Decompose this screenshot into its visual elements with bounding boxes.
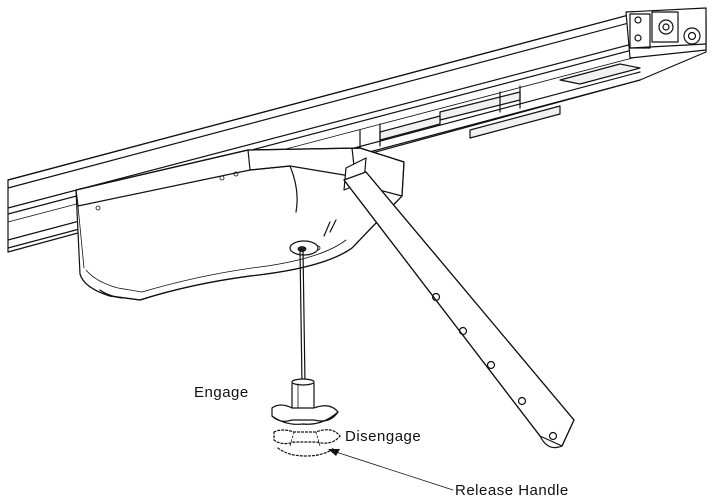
label-disengage: Disengage — [345, 428, 422, 445]
door-arm — [343, 157, 575, 449]
label-release-handle: Release Handle — [455, 482, 569, 499]
release-cord — [299, 249, 306, 385]
release-handle-leader — [328, 449, 454, 491]
release-handle-disengage — [273, 429, 341, 457]
label-engage: Engage — [194, 384, 249, 401]
motor-housing — [75, 147, 405, 301]
rail-end-bracket — [625, 7, 707, 59]
release-handle-engage — [271, 378, 339, 425]
